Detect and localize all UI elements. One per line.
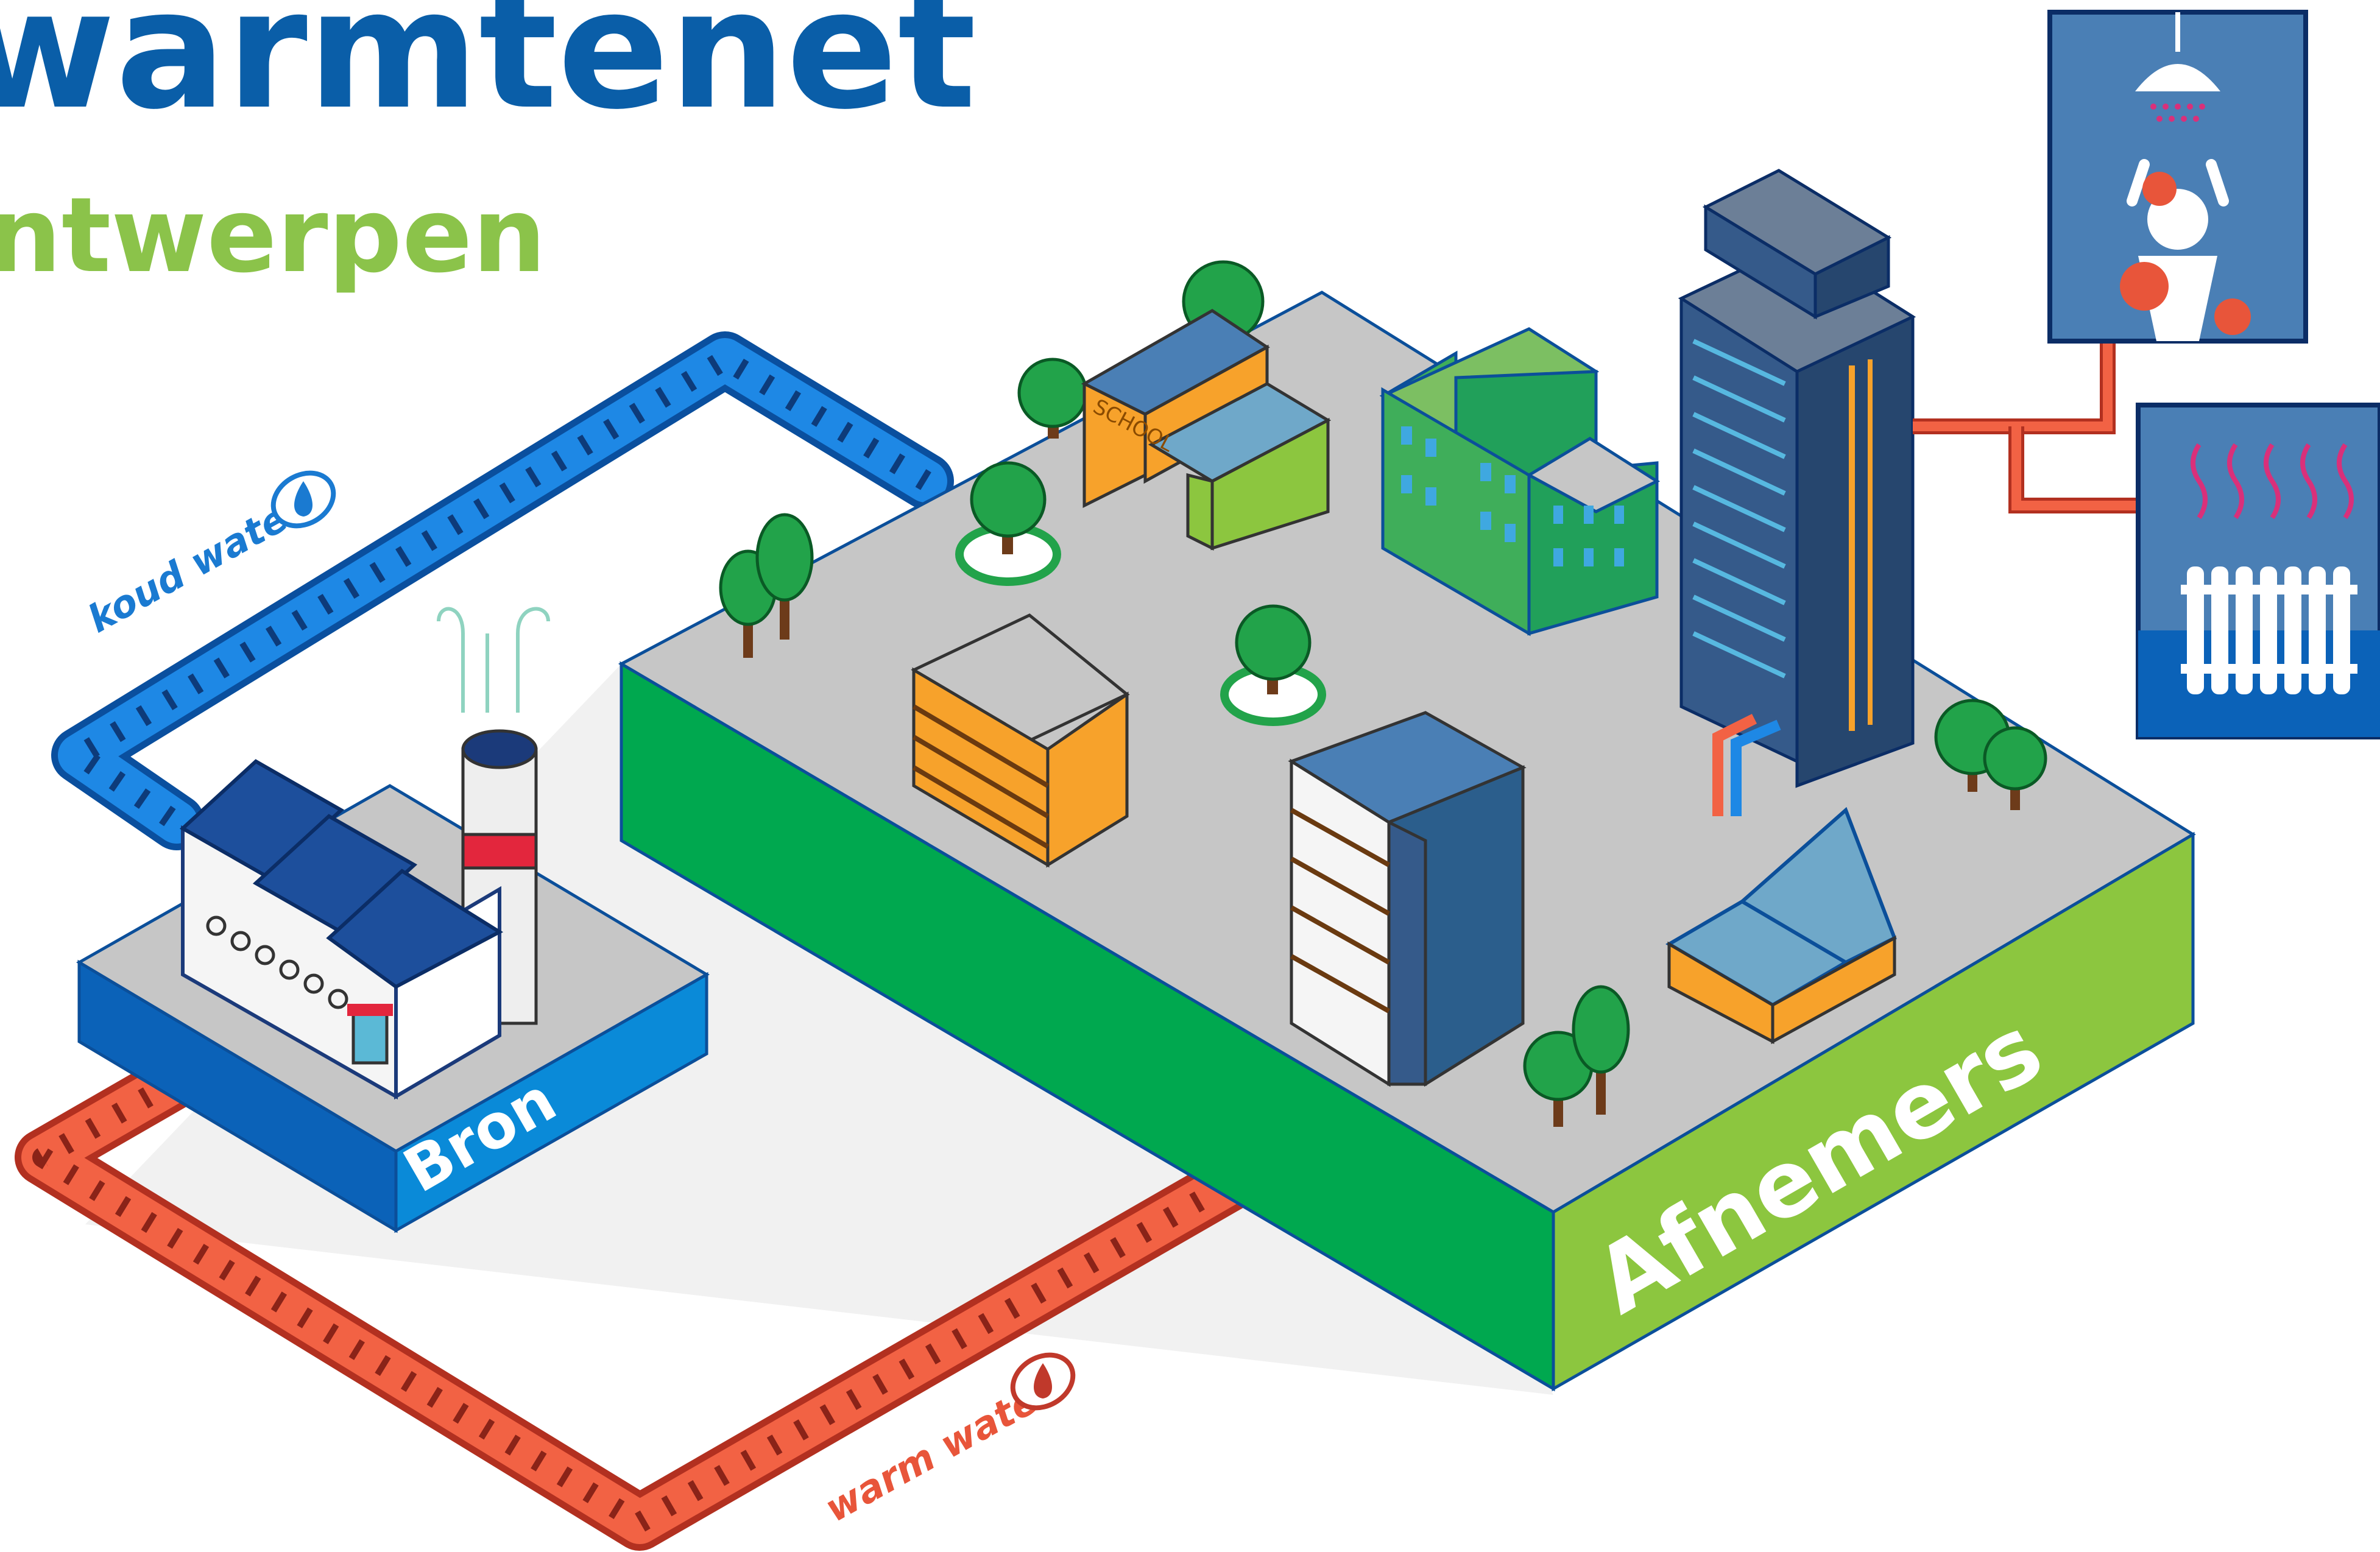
service-pipes bbox=[1712, 341, 2144, 816]
warm-water-pipe bbox=[15, 1038, 1313, 1551]
tree bbox=[955, 461, 1061, 586]
house bbox=[1665, 806, 1897, 1045]
tower-building bbox=[1678, 169, 1916, 788]
cold-water-pipe bbox=[51, 331, 954, 850]
tree bbox=[1934, 699, 2047, 810]
shower-icon bbox=[2120, 12, 2251, 341]
apartment-building-orange bbox=[911, 613, 1130, 868]
tree bbox=[1220, 604, 1326, 726]
office-building-green bbox=[1379, 327, 1661, 637]
water-drop-icon bbox=[270, 470, 336, 529]
steam-icon bbox=[437, 607, 550, 713]
shower-panel bbox=[2047, 10, 2308, 344]
heat-waves-icon bbox=[2191, 443, 2354, 520]
apartment-building-blue bbox=[1288, 711, 1527, 1087]
school-building: SCHOOL bbox=[1081, 309, 1332, 551]
tree bbox=[1017, 358, 1088, 439]
radiator-panel bbox=[2136, 403, 2380, 739]
factory bbox=[179, 607, 550, 1100]
title-sub: ntwerpen bbox=[0, 175, 546, 296]
water-drop-icon bbox=[1010, 1352, 1076, 1411]
tree bbox=[1523, 985, 1630, 1127]
tree bbox=[719, 513, 814, 658]
radiator-icon bbox=[2181, 566, 2357, 694]
title-main: warmtenet bbox=[0, 0, 976, 146]
